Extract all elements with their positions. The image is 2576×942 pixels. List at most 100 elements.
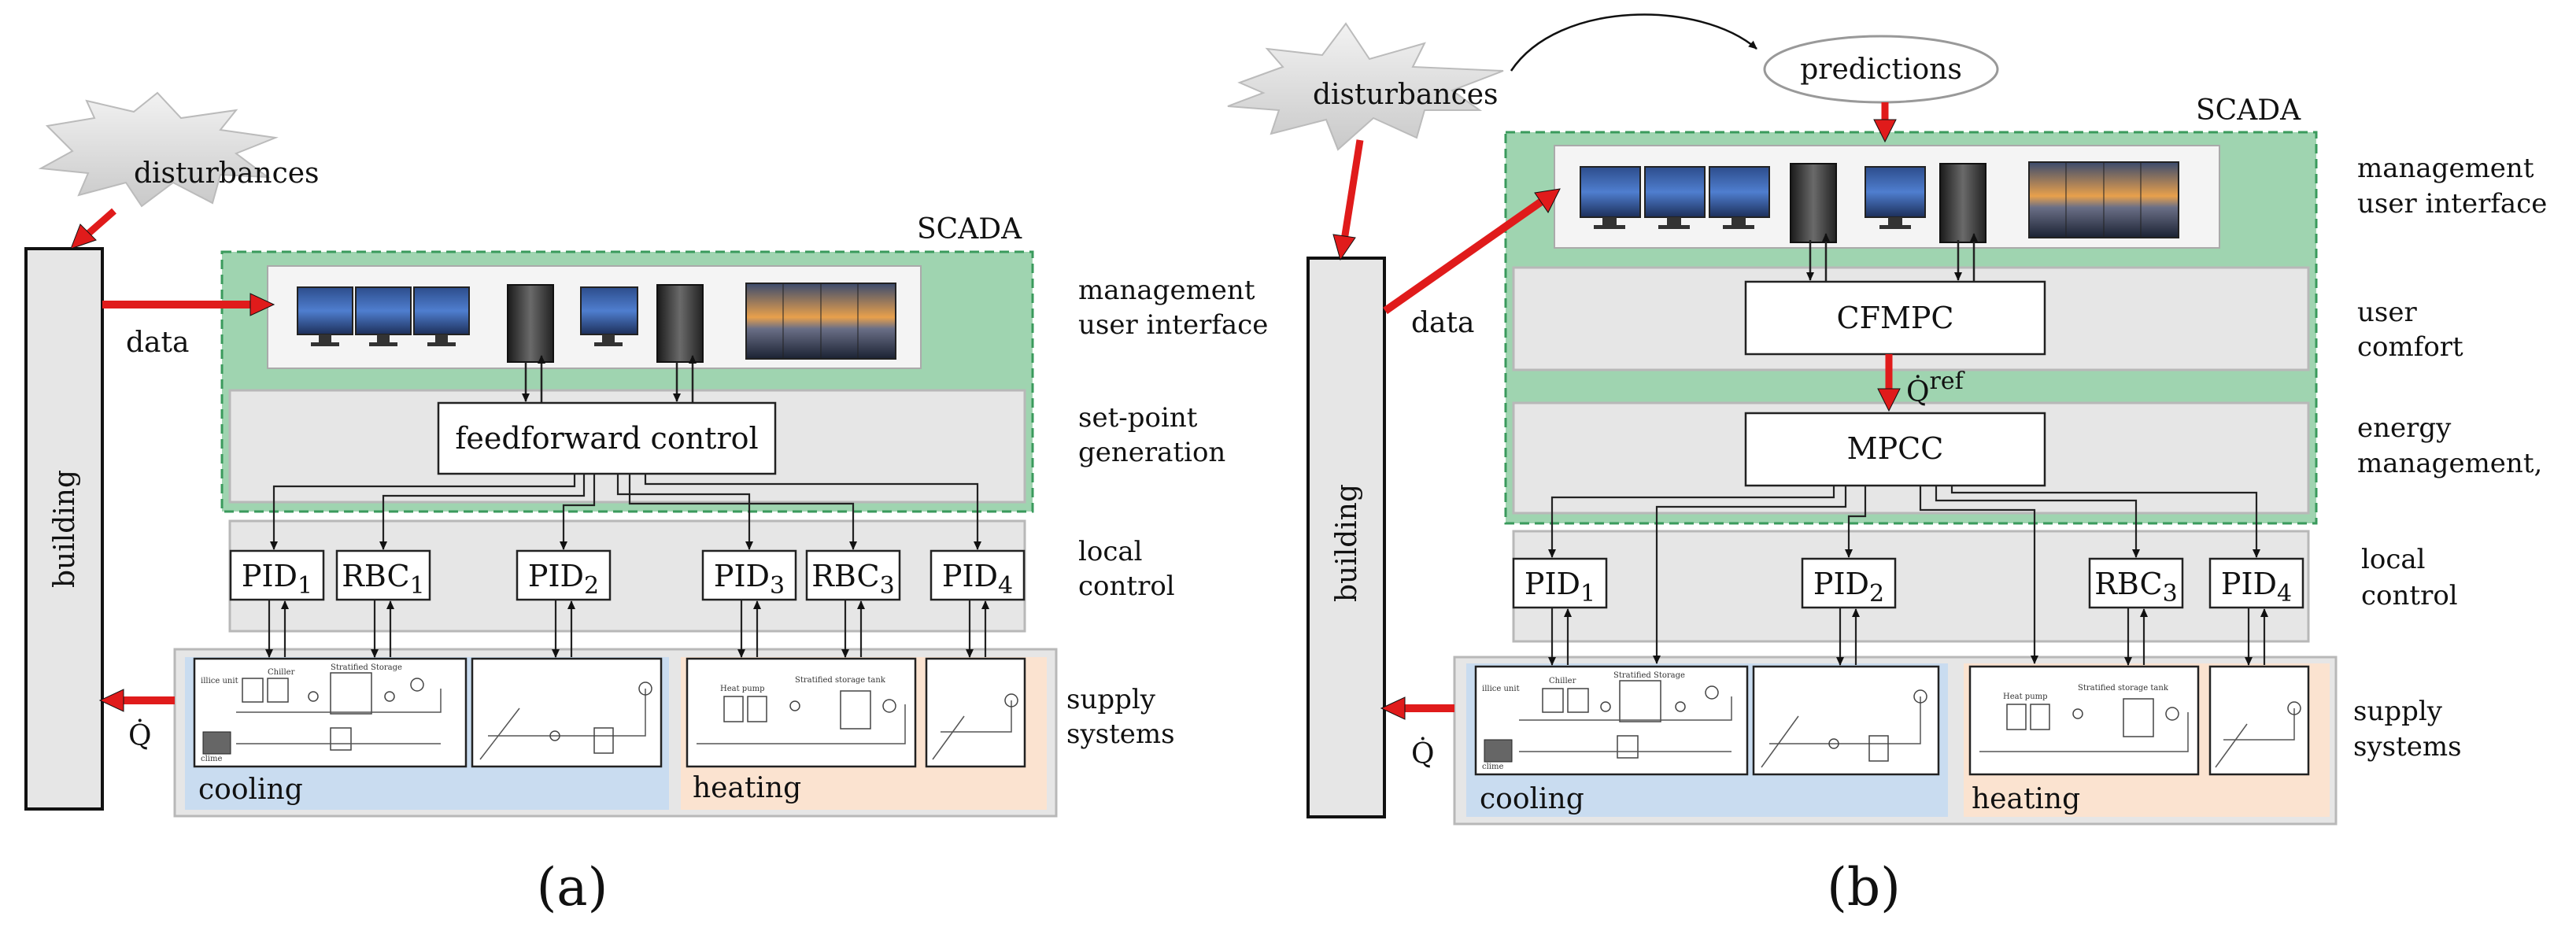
- qref-label: Q̇ref: [1906, 368, 1965, 408]
- predictions-ellipse: [1763, 35, 1999, 104]
- setpoint-label-2: generation: [1078, 437, 1225, 468]
- stratified-storage-tank-label: Stratified storage tank: [795, 676, 886, 685]
- controller-supply-arrows: [265, 600, 989, 658]
- mpcc-label: MPCC: [1847, 431, 1944, 466]
- cfmpc-label: CFMPC: [1837, 301, 1954, 335]
- pid4-label: PID4: [942, 559, 1013, 600]
- pc-tower-icon: [1790, 163, 1837, 243]
- heating-schematic-2: [925, 657, 1026, 768]
- predictions-label: predictions: [1800, 54, 1962, 86]
- red-arrows-a: [70, 208, 275, 712]
- local-label-1: local: [1078, 536, 1143, 567]
- pid1-box: [1512, 557, 1608, 609]
- disturbances-cloud: [38, 91, 279, 208]
- pid4-label: PID4: [2221, 567, 2292, 608]
- disturbance-prediction-arrow: [1510, 13, 1757, 72]
- cooling-schematic-1: Chiller Stratified Storage illice unit c…: [193, 657, 468, 768]
- setpoint-label-1: set-point: [1078, 402, 1198, 434]
- layer-labels-a: management user interface set-point gene…: [1066, 275, 1268, 750]
- pid3-label: PID3: [714, 559, 785, 600]
- pid3-box: [701, 549, 797, 601]
- controller-supply-arrows: [1548, 608, 2268, 666]
- comfort-label-1: user: [2357, 297, 2417, 328]
- supply-label-2: systems: [1066, 719, 1175, 750]
- supply-label-1: supply: [1066, 684, 1156, 715]
- rbc1-label: RBC1: [342, 559, 424, 600]
- local-control-layer: [1512, 530, 2310, 643]
- cooling-label: cooling: [198, 774, 303, 806]
- supply-label-2: systems: [2353, 731, 2462, 763]
- monitor-group-2: [1865, 166, 1926, 229]
- pid2-box: [1801, 557, 1897, 609]
- ice-unit-label: illice unit: [1482, 685, 1520, 693]
- energy-label-1: energy: [2357, 412, 2452, 444]
- cooling-schematic-2: [1752, 665, 1940, 776]
- q-dot-label: Q̇: [128, 719, 152, 752]
- mgmt-label-2: user interface: [2357, 188, 2547, 220]
- pc-tower-icon: [1939, 163, 1987, 243]
- q-dot-label: Q̇: [1411, 737, 1435, 770]
- pid1-label: PID1: [242, 559, 312, 600]
- panel-a: SCADA feedforward control: [24, 91, 1268, 918]
- ice-unit-label: illice unit: [201, 677, 238, 685]
- ui-cfmpc-arrows: [1806, 233, 1978, 282]
- heating-label: heating: [693, 772, 801, 804]
- building-label: building: [1331, 484, 1363, 602]
- chiller-label: Chiller: [268, 668, 295, 677]
- local-label-1: local: [2361, 544, 2426, 575]
- chiller-label: Chiller: [1549, 677, 1576, 685]
- mpcc-to-controller-arrows: [1548, 486, 2260, 664]
- heat-pump-label: Heat pump: [720, 685, 765, 693]
- building-block: [1306, 257, 1386, 818]
- comfort-label-2: comfort: [2357, 331, 2463, 363]
- controller-boxes-a: PID1 RBC1 PID2 PID3 RBC3 PID4: [229, 549, 1026, 601]
- building-block: [24, 247, 104, 811]
- heat-pump-label: Heat pump: [2003, 693, 2048, 701]
- rbc3-box: [2088, 557, 2184, 609]
- cfmpc-box: [1744, 280, 2046, 356]
- feedforward-control-label: feedforward control: [455, 421, 758, 456]
- disturbances-label: disturbances: [1313, 79, 1499, 111]
- disturbances-label: disturbances: [134, 157, 320, 190]
- feedforward-control-box: [437, 401, 777, 475]
- caption-a: (a): [537, 857, 608, 918]
- pid2-label: PID2: [1813, 567, 1884, 608]
- controller-boxes-b: PID1 PID2 RBC3 PID4: [1512, 557, 2304, 609]
- mgmt-label-2: user interface: [1078, 309, 1268, 341]
- mgmt-label-1: management: [2357, 153, 2534, 184]
- rbc3-label: RBC3: [811, 559, 894, 600]
- cooling-schematic-2: [471, 657, 663, 768]
- data-label: data: [1411, 307, 1474, 339]
- caption-b: (b): [1827, 857, 1901, 918]
- pid4-box: [930, 549, 1026, 601]
- stratified-storage-tank-label: Stratified storage tank: [2078, 684, 2169, 693]
- red-arrows-b: [1332, 102, 1897, 720]
- ice-clime-label: clime: [201, 755, 222, 763]
- qref-arrowhead: [1877, 388, 1901, 412]
- building-label: building: [49, 470, 81, 588]
- energy-label-2: management,: [2357, 448, 2542, 479]
- pid2-box: [516, 549, 612, 601]
- ui-ff-arrows: [522, 355, 697, 403]
- local-label-2: control: [2361, 580, 2458, 611]
- pc-tower-icon: [656, 284, 704, 363]
- pid2-label: PID2: [528, 559, 599, 600]
- heating-schematic-1: Heat pump Stratified storage tank: [686, 657, 917, 768]
- monitor-group-2: [580, 286, 638, 346]
- monitor-group-1: [297, 286, 470, 346]
- cooling-schematic-1: Chiller Stratified Storage illice unit c…: [1474, 665, 1749, 776]
- rbc3-label: RBC3: [2094, 567, 2177, 608]
- scada-label: SCADA: [917, 213, 1022, 246]
- scada-label: SCADA: [2196, 94, 2301, 127]
- supply-label-1: supply: [2353, 696, 2443, 727]
- pid1-box: [229, 549, 325, 601]
- pid4-box: [2208, 557, 2304, 609]
- rbc1-box: [335, 549, 431, 601]
- heating-schematic-2: [2208, 665, 2310, 776]
- monitor-group-1: [1580, 166, 1770, 229]
- rbc3-box: [805, 549, 901, 601]
- stratified-storage-label: Stratified Storage: [331, 663, 402, 672]
- pid1-label: PID1: [1525, 567, 1595, 608]
